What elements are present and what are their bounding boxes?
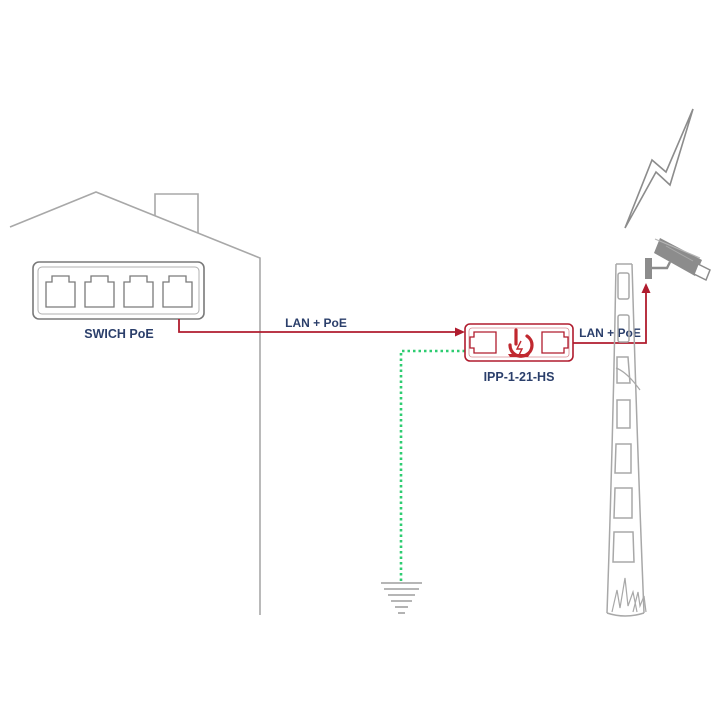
cable-label-left: LAN + PoE: [285, 316, 347, 330]
lightning-bolt-icon: [624, 108, 694, 229]
ethernet-port-icon: [162, 275, 193, 308]
grass-icon: [611, 577, 647, 613]
ethernet-port-icon: [84, 275, 115, 308]
switch-device: SWICH PoE: [32, 261, 205, 341]
cctv-camera-icon: [645, 238, 711, 282]
surge-protector-device: IPP-1-21-HS: [464, 323, 574, 384]
switch-label: SWICH PoE: [84, 327, 153, 341]
pole-tower: [606, 263, 645, 617]
cable-label-right: LAN + PoE: [579, 326, 641, 340]
ethernet-port-icon: [541, 331, 569, 354]
ethernet-port-icon: [45, 275, 76, 308]
ground-wire: [399, 349, 465, 582]
surge-protector-logo-icon: [508, 328, 534, 358]
ground-symbol-icon: [381, 582, 422, 614]
house-outline-icon: [9, 191, 261, 615]
cable-protector-to-camera: LAN + PoE: [573, 283, 651, 344]
ethernet-port-icon: [469, 331, 497, 354]
ethernet-port-icon: [123, 275, 154, 308]
cable-switch-to-protector: LAN + PoE: [178, 316, 465, 337]
device-label: IPP-1-21-HS: [484, 370, 555, 384]
